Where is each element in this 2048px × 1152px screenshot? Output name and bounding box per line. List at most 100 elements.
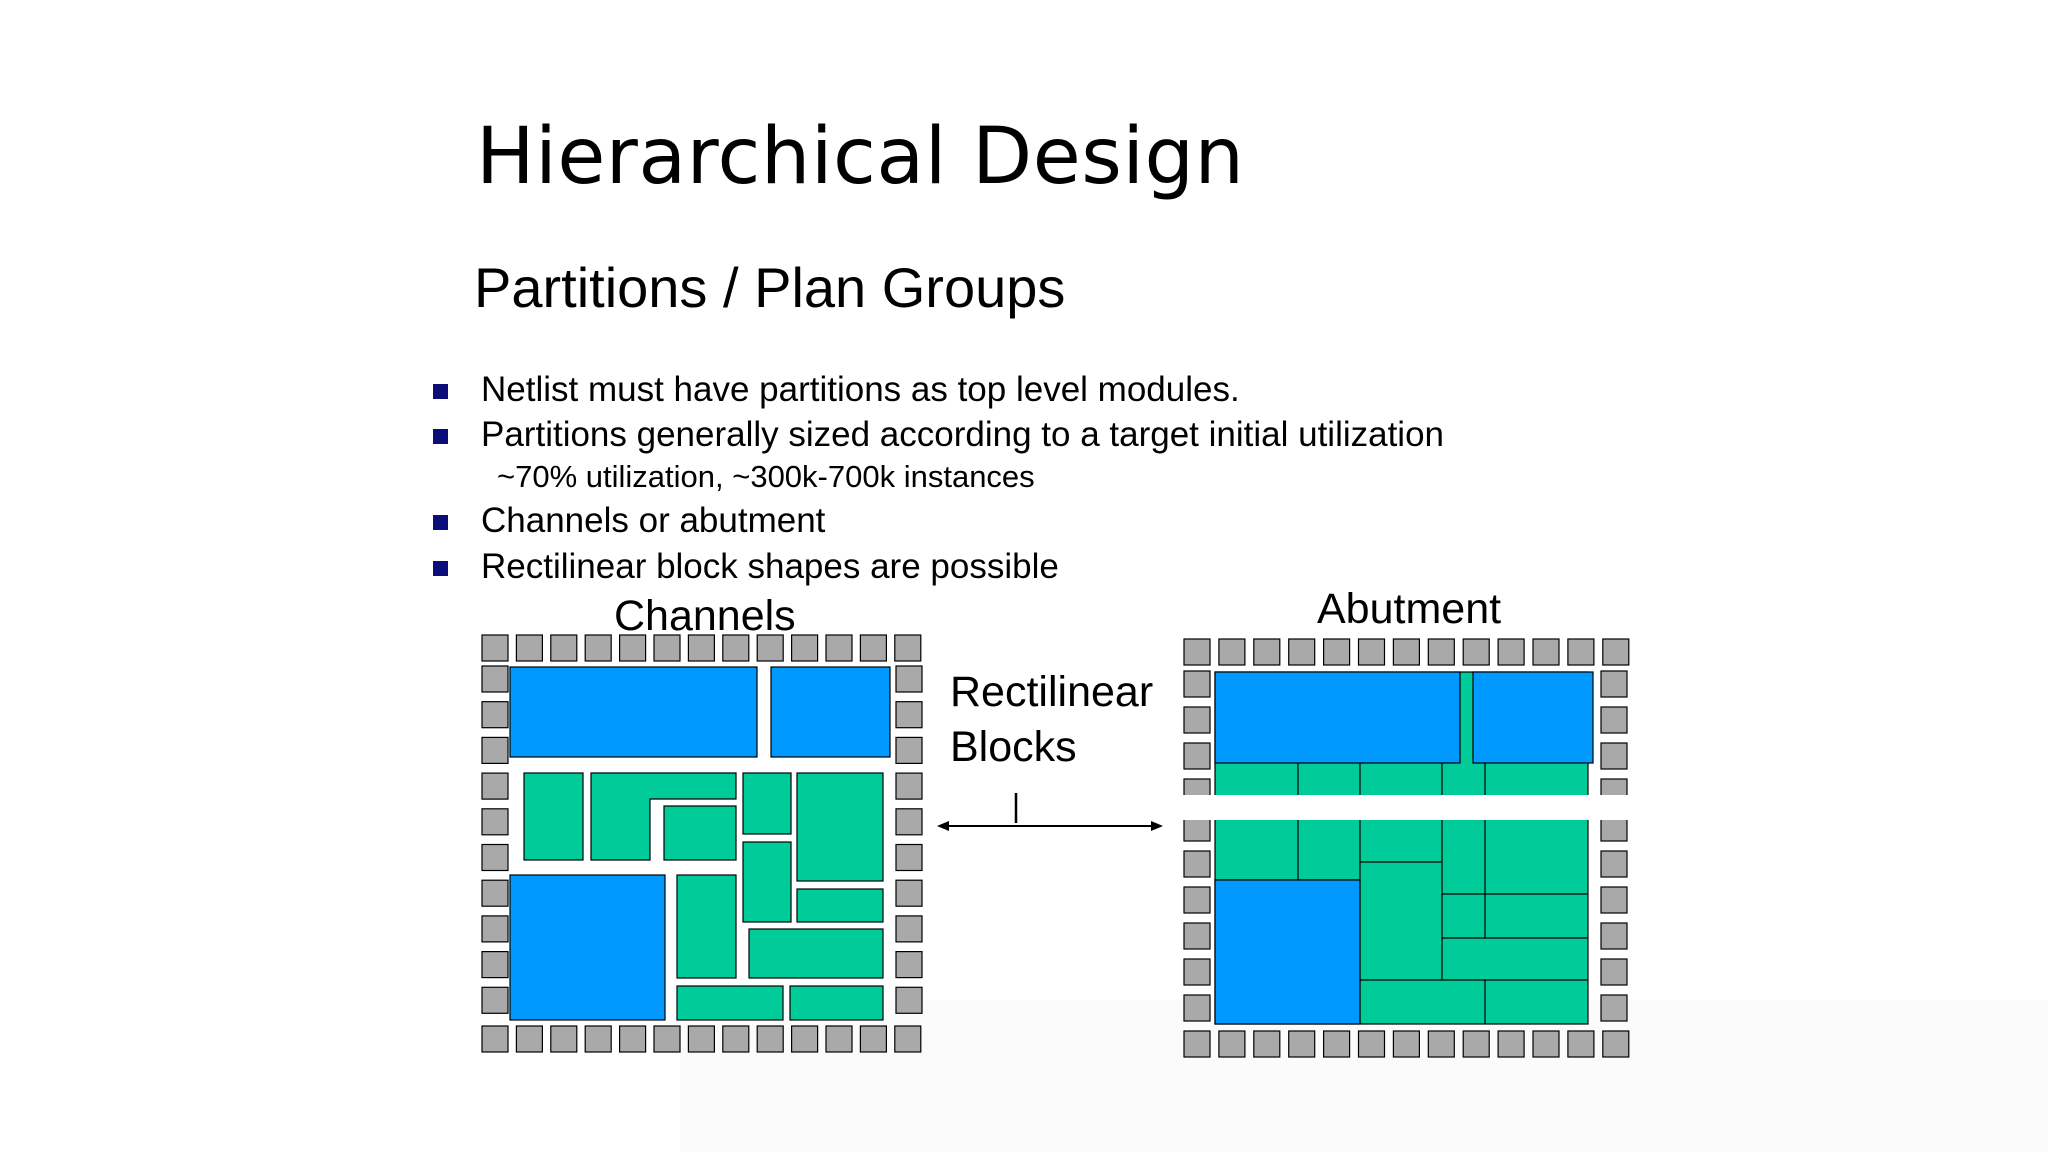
bullet-text: Partitions generally sized according to …	[481, 415, 1445, 454]
abutment-label: Abutment	[1317, 585, 1502, 633]
soft-block	[748, 928, 884, 979]
rectilinear-label: Rectilinear	[950, 668, 1154, 716]
io-pad	[1427, 1030, 1455, 1058]
soft-block	[676, 985, 784, 1021]
io-pad	[1532, 638, 1560, 666]
bullet-square-icon	[433, 429, 448, 444]
io-pad	[1392, 1030, 1421, 1058]
io-pad	[481, 843, 509, 872]
channels-label: Channels	[614, 592, 796, 640]
io-pad	[1600, 886, 1628, 914]
blocks-label: Blocks	[950, 723, 1077, 771]
io-pad	[481, 736, 509, 765]
io-pad	[515, 1025, 544, 1053]
io-pad	[1183, 958, 1211, 986]
io-pad	[481, 772, 509, 800]
soft-block	[742, 841, 792, 923]
io-pad	[790, 1025, 819, 1053]
io-pad	[1602, 638, 1630, 666]
io-pad	[1567, 638, 1595, 666]
io-pad	[859, 634, 888, 662]
io-pad	[859, 1025, 888, 1053]
hard-block	[509, 874, 666, 1021]
slide-title: Hierarchical Design	[476, 112, 1245, 202]
io-pad	[618, 1025, 647, 1053]
io-pad	[1600, 958, 1628, 986]
io-pad	[1392, 638, 1421, 666]
io-pad	[895, 808, 923, 836]
io-pad	[1600, 850, 1628, 878]
io-pad	[1218, 638, 1246, 666]
slide-subtitle: Partitions / Plan Groups	[474, 256, 1066, 319]
io-pad	[1183, 994, 1211, 1022]
io-pad	[895, 879, 923, 907]
io-pad	[1253, 1030, 1281, 1058]
io-pad	[1602, 1030, 1630, 1058]
hard-block	[770, 666, 891, 758]
hard-block	[1214, 671, 1461, 764]
io-pad	[1183, 922, 1211, 950]
io-pad	[756, 634, 784, 662]
io-pad	[481, 950, 509, 979]
io-pad	[1322, 638, 1351, 666]
io-pad	[1183, 670, 1211, 698]
io-pad	[1567, 1030, 1595, 1058]
io-pad	[1183, 886, 1211, 914]
bullet-square-icon	[433, 384, 448, 399]
io-pad	[895, 736, 923, 765]
io-pad	[1427, 638, 1455, 666]
io-pad	[550, 1025, 578, 1053]
soft-block	[796, 772, 884, 882]
io-pad	[481, 1025, 509, 1053]
io-pad	[756, 1025, 784, 1053]
soft-block	[523, 772, 584, 861]
background-panel	[680, 1000, 2048, 1152]
io-pad	[825, 1025, 853, 1053]
io-pad	[1183, 638, 1211, 666]
io-pad	[481, 915, 509, 943]
io-pad	[1532, 1030, 1560, 1058]
io-pad	[584, 1025, 612, 1053]
io-pad	[550, 634, 578, 662]
bullet-text: Rectilinear block shapes are possible	[481, 547, 1059, 586]
io-pad	[1462, 638, 1490, 666]
io-pad	[894, 634, 922, 662]
bullet-square-icon	[433, 515, 448, 530]
io-pad	[722, 634, 750, 662]
soft-block	[676, 874, 737, 979]
io-pad	[584, 634, 612, 662]
rectilinear-block	[590, 772, 737, 861]
hard-block	[1472, 671, 1594, 764]
abutment-floorplan	[1180, 671, 1640, 1025]
io-pad	[1357, 638, 1386, 666]
io-pad	[687, 1025, 716, 1053]
bullet-subnote: ~70% utilization, ~300k-700k instances	[497, 459, 1035, 494]
io-pad	[722, 1025, 750, 1053]
soft-block	[796, 888, 884, 923]
io-pad	[1322, 1030, 1351, 1058]
io-pad	[1462, 1030, 1490, 1058]
io-pad	[1183, 742, 1211, 770]
io-pad	[1183, 706, 1211, 734]
io-pad	[481, 665, 509, 693]
io-pad	[1600, 994, 1628, 1022]
bullet-text: Netlist must have partitions as top leve…	[481, 370, 1240, 409]
io-pad	[1600, 742, 1628, 770]
io-pad	[895, 986, 923, 1014]
io-pad	[1357, 1030, 1386, 1058]
channels-floorplan	[509, 666, 891, 1021]
io-pad	[895, 915, 923, 943]
io-pad	[1497, 1030, 1525, 1058]
io-pad	[481, 986, 509, 1014]
bullet-text: Channels or abutment	[481, 501, 826, 540]
io-pad	[1600, 670, 1628, 698]
io-pad	[653, 634, 681, 662]
io-pad	[481, 879, 509, 907]
io-pad	[790, 634, 819, 662]
soft-block	[742, 772, 792, 835]
io-pads	[481, 634, 1630, 1058]
io-pad	[481, 701, 509, 729]
io-pad	[895, 665, 923, 693]
io-pad	[895, 843, 923, 872]
